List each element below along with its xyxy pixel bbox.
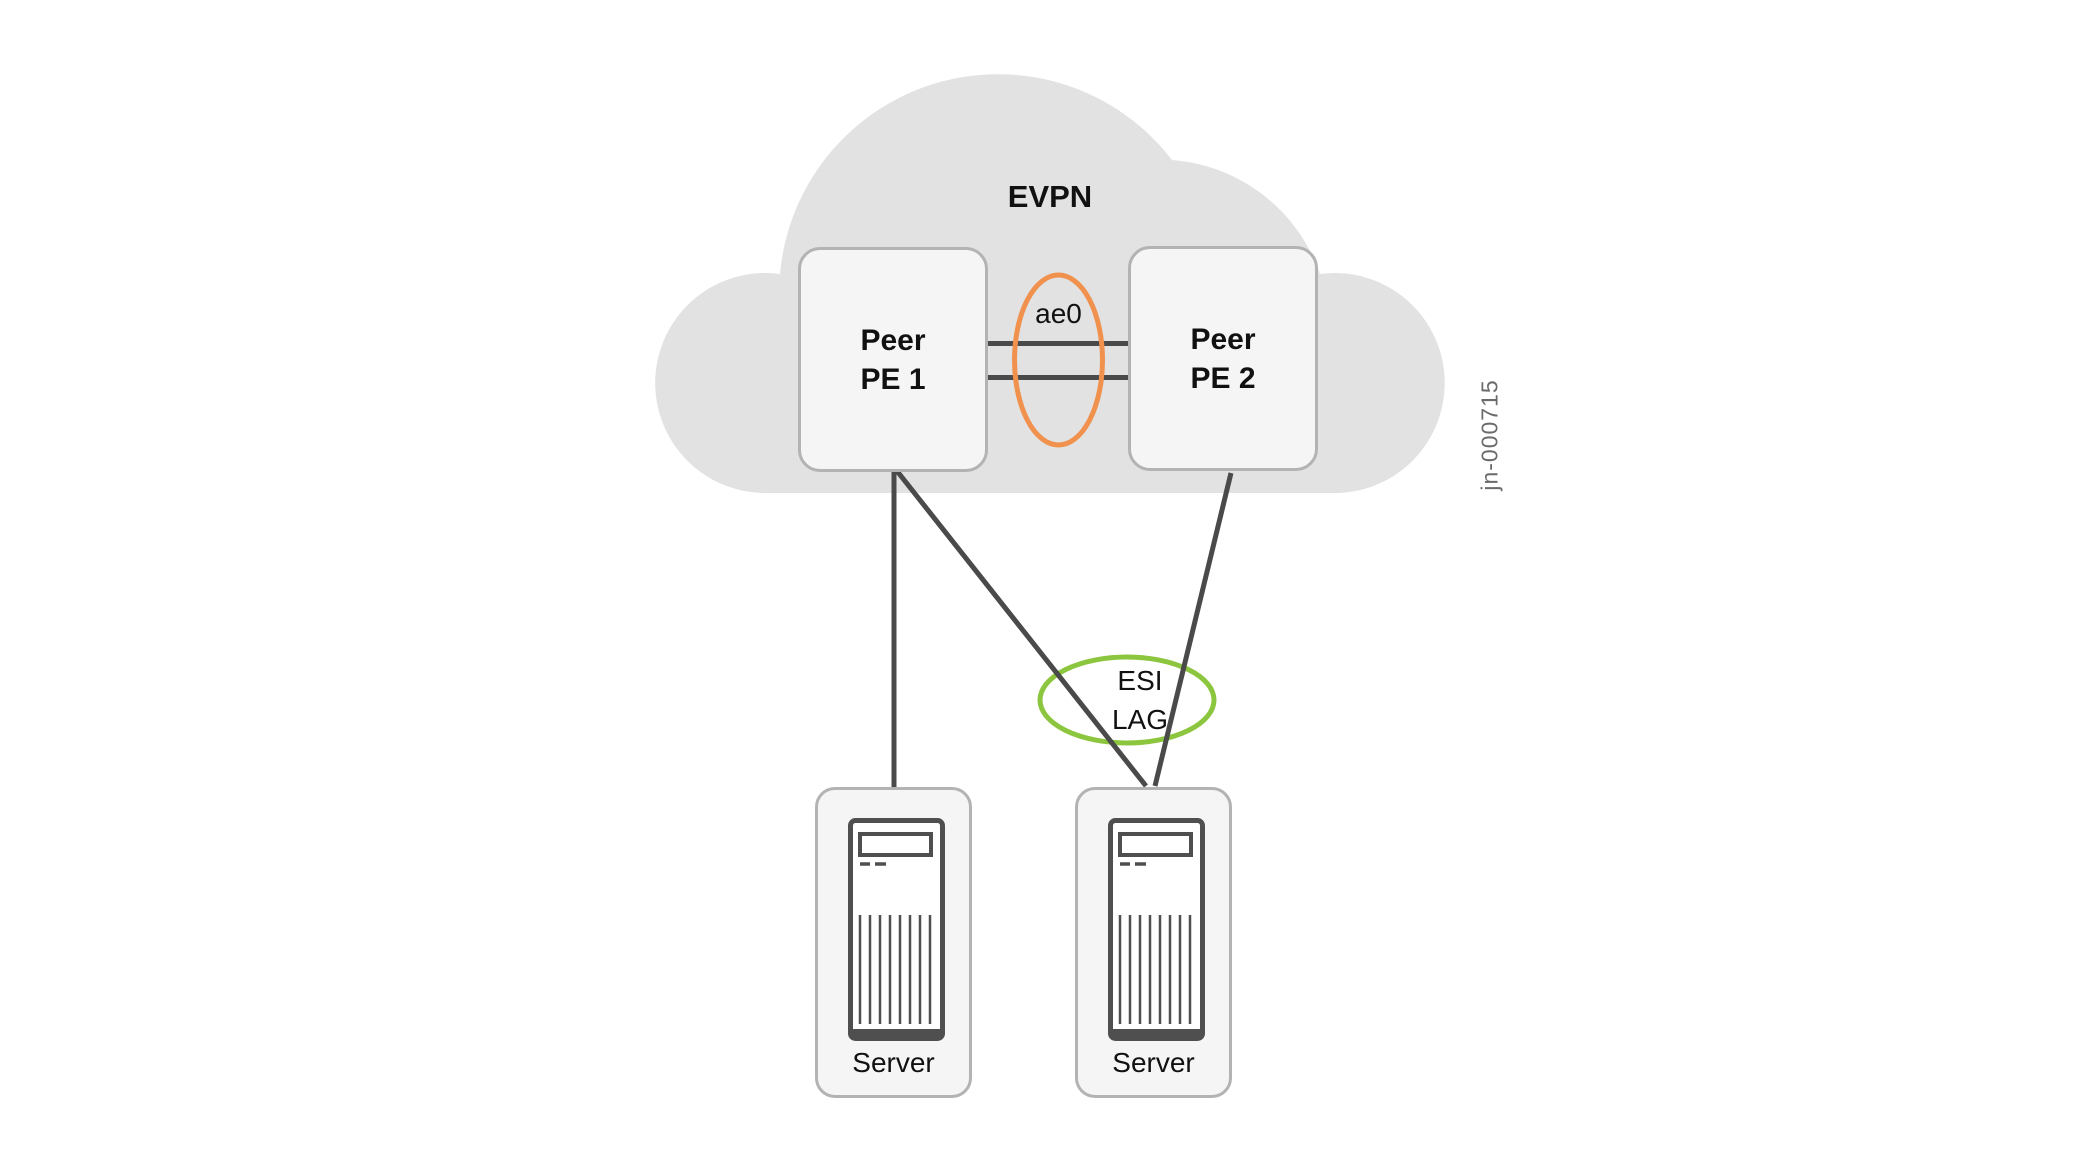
peer-pe2-label-line2: PE 2	[1190, 361, 1256, 395]
node-peer-pe2: Peer PE 2	[1128, 246, 1318, 471]
server-1-label: Server	[852, 1047, 935, 1078]
node-server-1: Server	[815, 787, 972, 1098]
peer-pe1-label-line1: Peer	[860, 323, 926, 357]
peer-pe1-label-line2: PE 1	[860, 362, 926, 396]
evpn-cloud-label: EVPN	[1007, 179, 1093, 214]
esi-lag-label-line1: ESI	[1117, 665, 1163, 696]
server-2-label: Server	[1112, 1047, 1195, 1078]
esi-lag-label-line2: LAG	[1111, 704, 1169, 735]
ae0-lag-ellipse	[1012, 272, 1105, 448]
server-tower-icon	[848, 818, 945, 1041]
esi-lag-label: ESI LAG	[1070, 661, 1210, 739]
node-server-2: Server	[1075, 787, 1232, 1098]
peer-pe2-label-line1: Peer	[1190, 322, 1256, 356]
evpn-cloud	[655, 74, 1445, 494]
pe2-to-server2-link	[1152, 472, 1234, 787]
ae0-link-label: ae0	[1035, 298, 1082, 329]
figure-id: jn-000715	[1476, 379, 1503, 491]
esi-lag-ellipse	[1037, 654, 1217, 746]
pe1-to-server2-link	[895, 469, 1148, 788]
server-tower-icon	[1108, 818, 1205, 1041]
node-peer-pe1: Peer PE 1	[798, 247, 988, 472]
